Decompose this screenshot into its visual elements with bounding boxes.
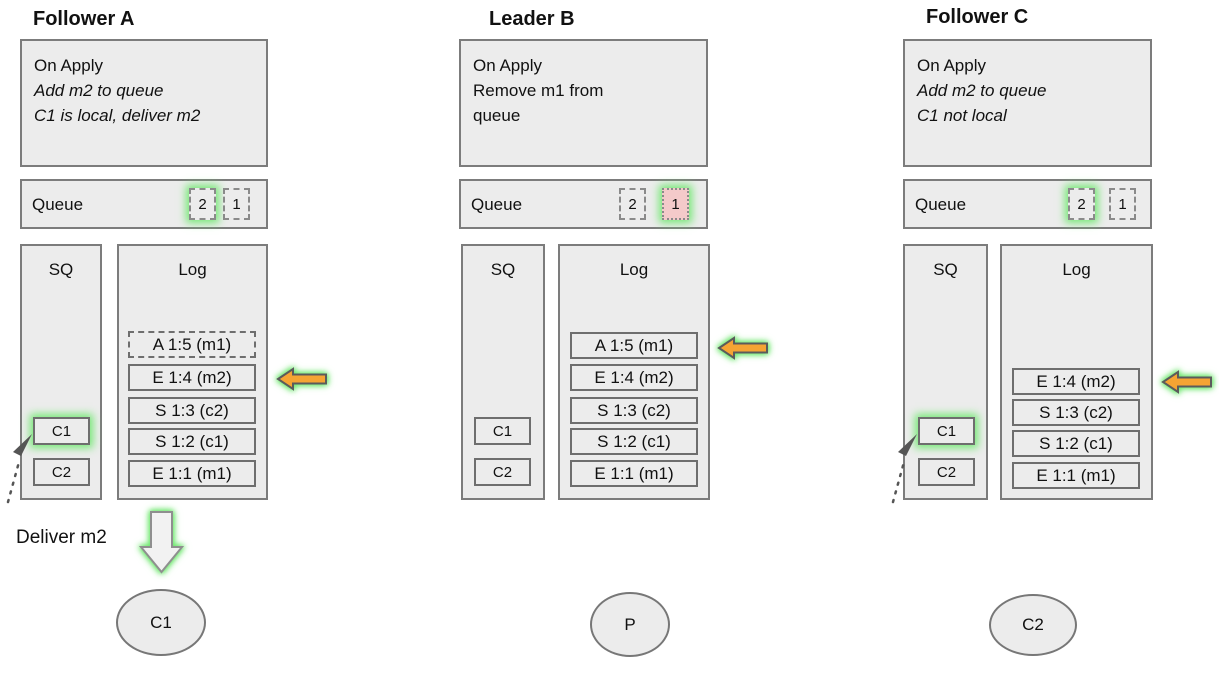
on-apply-title: On Apply xyxy=(34,56,103,75)
on-apply-title: On Apply xyxy=(473,56,542,75)
on-apply-line: Add m2 to queue xyxy=(34,81,164,100)
on-apply-box: On Apply Remove m1 from queue xyxy=(459,39,708,167)
column-title: Leader B xyxy=(489,8,575,30)
sq-box: SQ xyxy=(461,244,545,500)
sq-item-c1: C1 xyxy=(33,417,90,445)
log-entry: E 1:4 (m2) xyxy=(570,364,698,391)
log-entry: S 1:2 (c1) xyxy=(128,428,256,455)
log-entry: S 1:3 (c2) xyxy=(570,397,698,424)
sq-item-c1: C1 xyxy=(474,417,531,445)
queue-label: Queue xyxy=(915,195,967,214)
on-apply-line: Add m2 to queue xyxy=(917,81,1047,100)
log-entry: S 1:2 (c1) xyxy=(570,428,698,455)
sq-item-c1: C1 xyxy=(918,417,975,445)
queue-slot-2: 2 xyxy=(1068,188,1095,220)
log-pointer-arrow-icon xyxy=(717,336,768,360)
client-node-c2: C2 xyxy=(989,594,1077,656)
sq-item-c2: C2 xyxy=(474,458,531,486)
on-apply-line: queue xyxy=(473,106,521,125)
queue-slot-1: 1 xyxy=(1109,188,1136,220)
on-apply-title: On Apply xyxy=(917,56,986,75)
log-entry: E 1:1 (m1) xyxy=(1012,462,1140,489)
sq-box: SQ xyxy=(20,244,102,500)
sq-header: SQ xyxy=(490,260,516,279)
on-apply-line: C1 is local, deliver m2 xyxy=(34,106,201,125)
sq-box: SQ xyxy=(903,244,988,500)
proposer-node-p: P xyxy=(590,592,670,657)
log-entry: E 1:1 (m1) xyxy=(570,460,698,487)
log-entry: S 1:2 (c1) xyxy=(1012,430,1140,457)
log-pointer-arrow-icon xyxy=(276,367,327,391)
sq-item-c2: C2 xyxy=(918,458,975,486)
log-header: Log xyxy=(178,260,207,279)
log-entry: S 1:3 (c2) xyxy=(128,397,256,424)
queue-slot-1: 1 xyxy=(223,188,250,220)
log-entry: A 1:5 (m1) xyxy=(128,331,256,358)
sq-item-c2: C2 xyxy=(33,458,90,486)
deliver-down-arrow-icon xyxy=(139,511,185,574)
log-entry: E 1:1 (m1) xyxy=(128,460,256,487)
log-header: Log xyxy=(1062,260,1091,279)
column-title: Follower C xyxy=(926,6,1029,28)
queue-slot-2: 2 xyxy=(619,188,646,220)
on-apply-box: On Apply Add m2 to queue C1 not local xyxy=(903,39,1152,167)
queue-slot-2: 2 xyxy=(189,188,216,220)
sq-header: SQ xyxy=(48,260,74,279)
log-pointer-arrow-icon xyxy=(1161,370,1212,394)
log-header: Log xyxy=(619,260,649,279)
log-entry: A 1:5 (m1) xyxy=(570,332,698,359)
column-title: Follower A xyxy=(33,8,135,30)
queue-label: Queue xyxy=(32,195,84,214)
queue-slot-1: 1 xyxy=(662,188,689,220)
local-client-arrow-icon xyxy=(891,434,917,504)
log-entry: E 1:4 (m2) xyxy=(128,364,256,391)
queue-label: Queue xyxy=(471,195,523,214)
log-entry: E 1:4 (m2) xyxy=(1012,368,1140,395)
log-entry: S 1:3 (c2) xyxy=(1012,399,1140,426)
on-apply-box: On Apply Add m2 to queue C1 is local, de… xyxy=(20,39,268,167)
deliver-label: Deliver m2 xyxy=(16,527,107,548)
client-node-c1: C1 xyxy=(116,589,206,656)
local-client-arrow-icon xyxy=(6,434,32,504)
on-apply-line: Remove m1 from xyxy=(473,81,604,100)
sq-header: SQ xyxy=(933,260,958,279)
on-apply-line: C1 not local xyxy=(917,106,1007,125)
